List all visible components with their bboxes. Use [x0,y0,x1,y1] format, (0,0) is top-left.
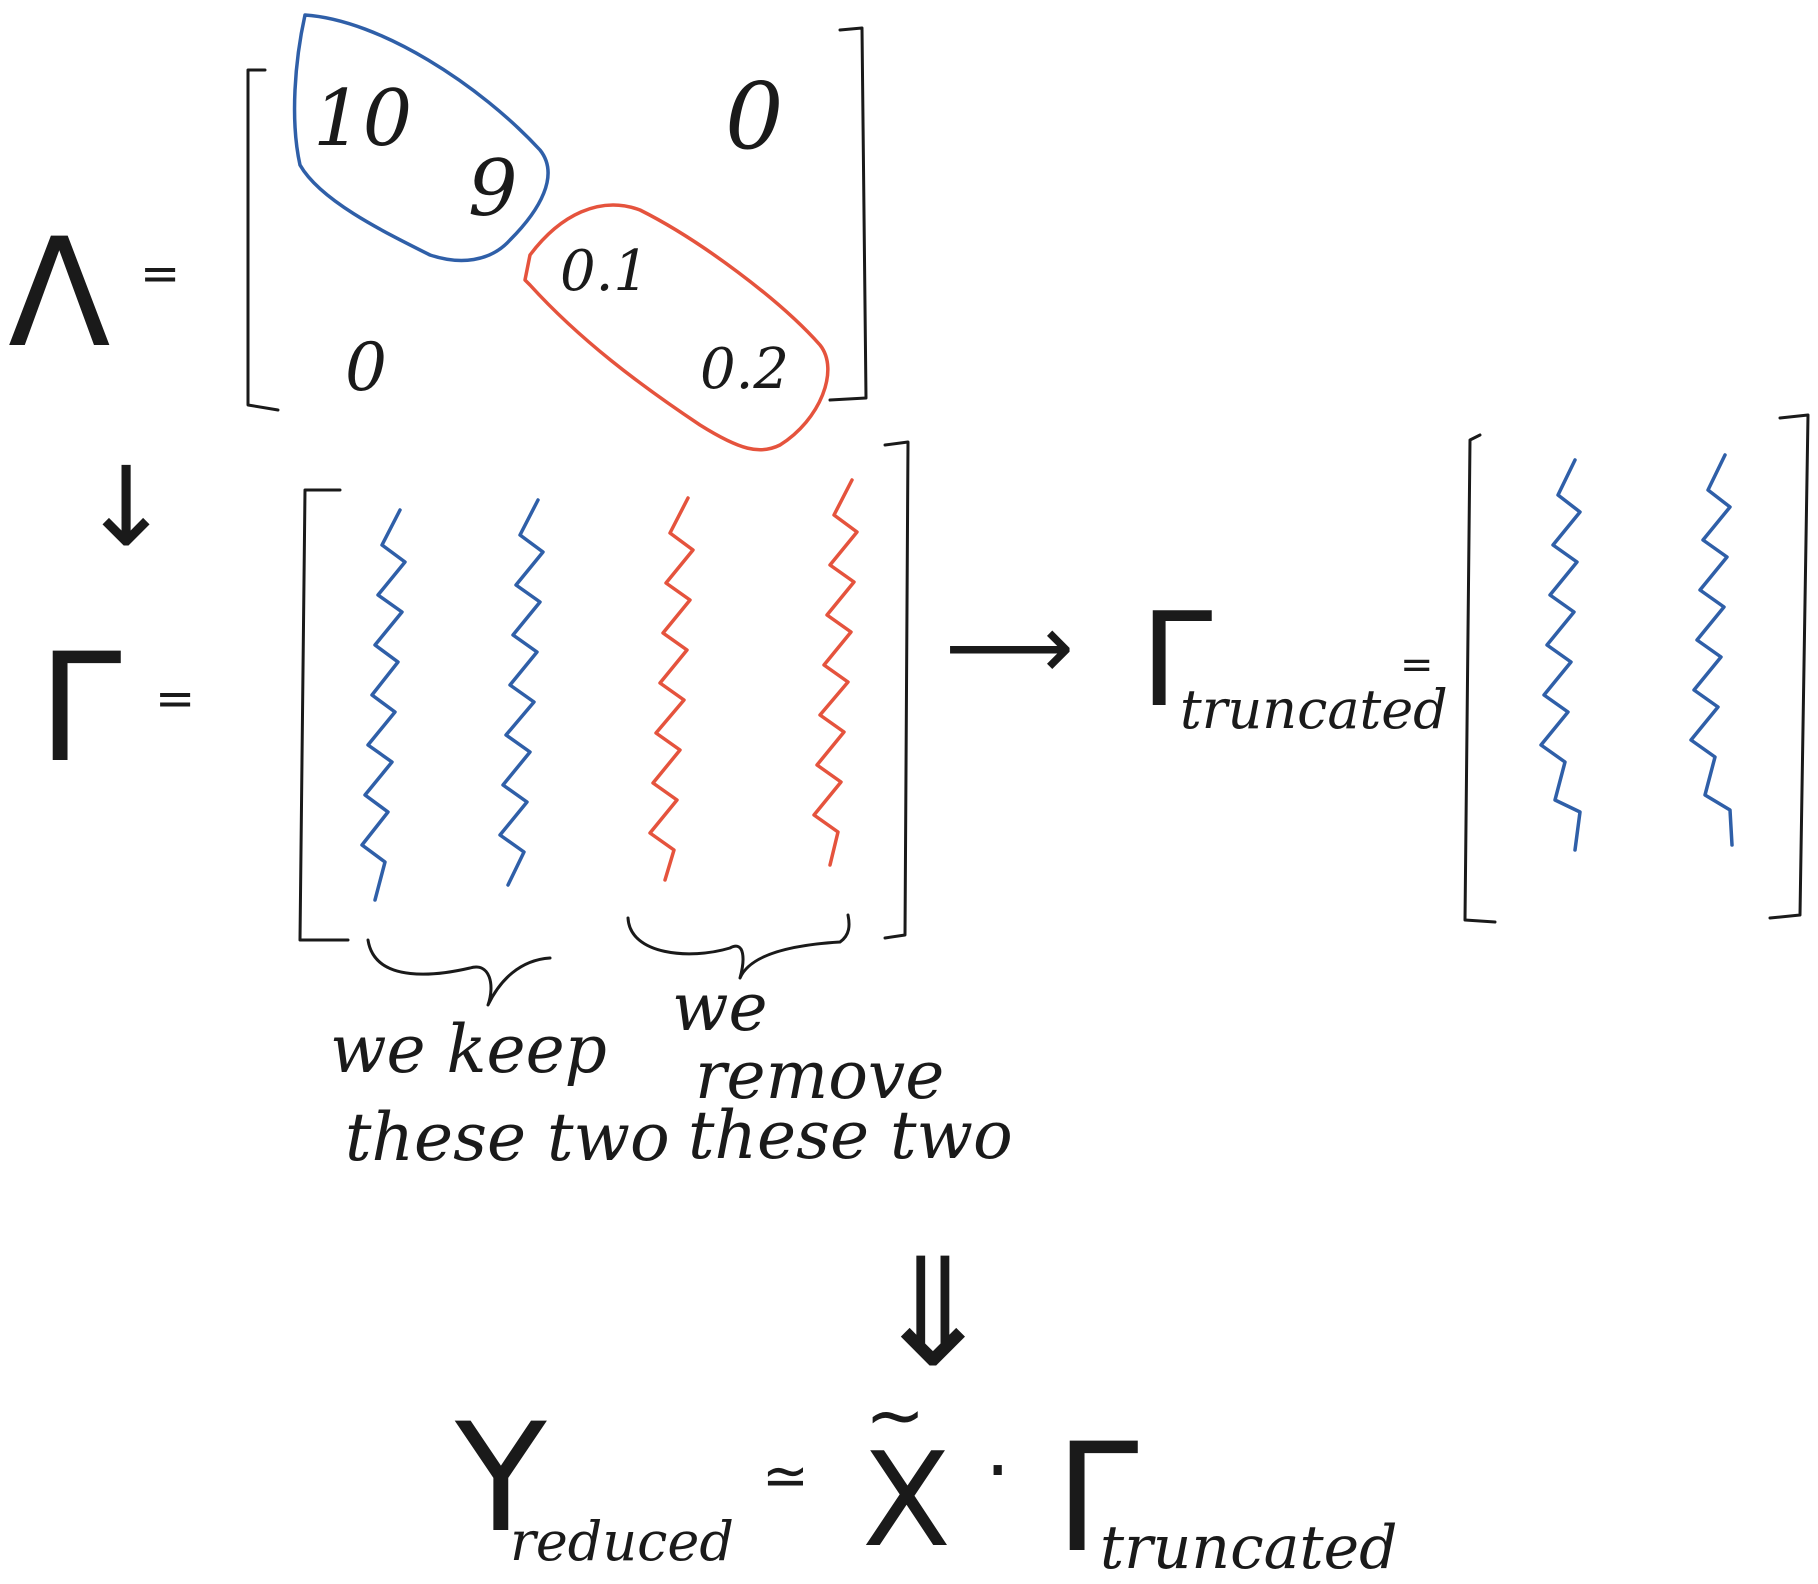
removed-columns-brace [626,913,851,980]
gamma-left-bracket [298,488,350,942]
eigenvalue-0-2: 0.2 [700,337,789,402]
gamma-truncated-symbol: Γ [1140,584,1212,736]
kept-columns-brace [366,938,552,1007]
eigenvector-1-kept [360,508,407,902]
gamma-truncated-subscript: truncated [1180,678,1448,741]
gamma-truncated-equals-sign: = [1400,642,1434,688]
removed-label-line-2: remove [695,1037,944,1114]
truncated-eigenvector-2 [1689,453,1734,847]
down-arrow-icon: ↓ [80,443,172,571]
multiply-dot: · [985,1424,1010,1517]
right-arrow-icon: ⟶ [945,595,1074,700]
eigenvector-3-removed [648,496,695,882]
gamma-final-symbol: Γ [1055,1412,1139,1584]
removed-columns-label: we remove these two [672,969,1013,1174]
lambda-left-bracket [246,68,280,412]
gamma-final-subscript: truncated [1100,1513,1397,1583]
gamma-equals-sign: = [155,671,195,727]
eigenvector-4-removed [812,478,859,867]
lambda-right-bracket [828,26,868,402]
kept-label-line-1: we keep [330,1011,607,1088]
kept-label-line-2: these two [345,1099,670,1176]
eigenvalue-0-1: 0.1 [560,239,649,304]
off-diagonal-zero-top: 0 [725,63,784,170]
gamma-right-bracket [883,440,910,940]
y-reduced-subscript: reduced [510,1510,734,1573]
eigenvalue-10: 10 [313,74,412,164]
reduced-data-equation: Y reduced ≃ ~ X · Γ truncated [454,1373,1397,1584]
eigenvector-matrix: Γ = we keep these two we remove these tw… [38,440,1013,1176]
gamma-symbol: Γ [38,622,122,796]
kept-columns-label: we keep these two [330,1011,670,1176]
removed-eigenvalues-outline [523,203,830,452]
x-tilde-mark: ~ [865,1373,925,1457]
y-reduced-symbol: Y [454,1392,547,1566]
approx-equals-sign: ≃ [762,1444,809,1509]
lambda-symbol: Λ [8,207,111,381]
implies-arrow-icon: ⇓ [870,1227,996,1401]
x-tilde-symbol: X [862,1424,951,1576]
removed-label-line-3: these two [688,1097,1013,1174]
lambda-equals-sign: = [140,246,180,302]
eigenvector-2-kept [498,498,545,887]
truncated-eigenvector-matrix: Γ truncated = [1140,413,1810,924]
truncated-left-bracket [1463,433,1497,924]
eigenvalue-matrix: Λ = 10 9 0.1 0.2 0 0 [8,13,868,452]
eigenvalue-9: 9 [468,144,518,234]
removed-label-line-1: we [672,969,768,1046]
off-diagonal-zero-bottom: 0 [345,329,387,406]
kept-eigenvalues-outline [292,13,550,263]
truncated-eigenvector-1 [1539,458,1582,852]
truncated-right-bracket [1768,413,1810,920]
